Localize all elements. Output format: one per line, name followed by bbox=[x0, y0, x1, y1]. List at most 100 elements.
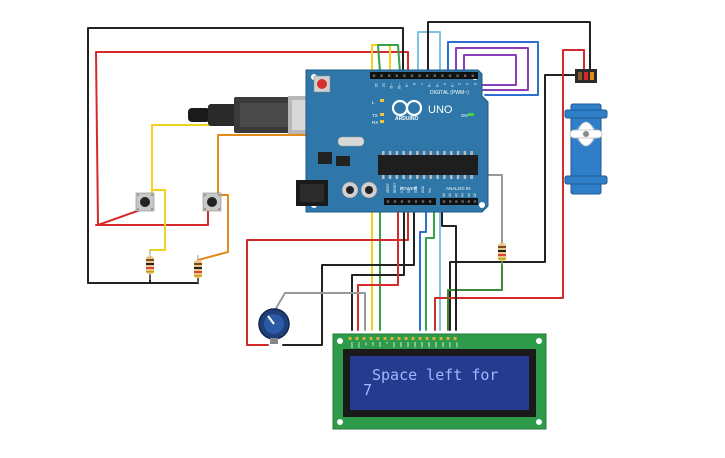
lcd-pin-label: DB2 bbox=[406, 342, 410, 348]
lcd-pin-label: LED bbox=[455, 342, 459, 347]
wire-purple-loop[interactable] bbox=[455, 47, 529, 91]
chip-pin bbox=[443, 151, 446, 155]
analog-pin-hole[interactable] bbox=[473, 200, 477, 203]
digital-pin-hole[interactable] bbox=[433, 74, 436, 77]
arduino-logo: ARDUINO bbox=[391, 99, 423, 122]
wire-blue-data[interactable] bbox=[419, 209, 427, 331]
lcd-pin[interactable] bbox=[439, 337, 443, 340]
power-pin-hole[interactable] bbox=[407, 200, 411, 203]
lcd-pin-label: V0 bbox=[364, 342, 368, 346]
reset-button-icon[interactable] bbox=[313, 75, 331, 93]
digital-pin-hole[interactable] bbox=[388, 74, 391, 77]
power-pin-hole[interactable] bbox=[428, 200, 432, 203]
wire-yellow-button-down[interactable] bbox=[149, 189, 166, 251]
digital-pin-hole[interactable] bbox=[410, 74, 414, 77]
wire-darkgreen-data[interactable] bbox=[425, 209, 435, 331]
digital-pin-hole[interactable] bbox=[380, 74, 383, 77]
push-button-left[interactable] bbox=[135, 192, 155, 212]
lcd-pin[interactable] bbox=[362, 337, 366, 340]
resistor-button-left[interactable] bbox=[146, 250, 154, 280]
lcd-pin-label: VCC bbox=[357, 342, 361, 348]
wire-black-pot[interactable] bbox=[282, 209, 415, 346]
wire-red-servo[interactable] bbox=[434, 49, 585, 331]
chip-pin bbox=[443, 175, 446, 179]
servo-motor-icon[interactable] bbox=[564, 69, 608, 195]
lcd-pin[interactable] bbox=[369, 337, 373, 340]
wire-red-pot[interactable] bbox=[246, 209, 409, 346]
lcd-pin[interactable] bbox=[453, 337, 457, 340]
lcd-pin[interactable] bbox=[348, 337, 352, 340]
power-pin-label: 3.3V bbox=[400, 186, 404, 193]
wire-black-lcd-gnd[interactable] bbox=[351, 209, 405, 331]
tx-label: TX bbox=[372, 113, 378, 118]
wire-black-gnd-loop[interactable] bbox=[87, 27, 404, 284]
power-pin-hole[interactable] bbox=[393, 200, 397, 203]
wire-red-button-left[interactable] bbox=[95, 51, 409, 226]
lcd-pin-label: DB1 bbox=[399, 342, 403, 348]
analog-pin-hole[interactable] bbox=[467, 200, 470, 203]
push-button-right[interactable] bbox=[202, 192, 222, 212]
wire-purple-loop-2[interactable] bbox=[463, 54, 517, 86]
digital-pin-hole[interactable] bbox=[372, 74, 376, 77]
lcd-pin[interactable] bbox=[376, 337, 380, 340]
chip-pin bbox=[416, 151, 419, 155]
analog-pin-hole[interactable] bbox=[449, 200, 452, 203]
digital-pin-hole[interactable] bbox=[464, 74, 467, 77]
analog-pin-hole[interactable] bbox=[461, 200, 464, 203]
power-pin-hole[interactable] bbox=[386, 200, 390, 203]
wire-black-data[interactable] bbox=[441, 209, 457, 331]
lcd-pin[interactable] bbox=[446, 337, 450, 340]
wire-gray-pot-wiper[interactable] bbox=[274, 292, 366, 331]
wire-red-button-link[interactable] bbox=[95, 209, 209, 226]
digital-pin-hole[interactable] bbox=[471, 74, 474, 77]
analog-pin-hole[interactable] bbox=[455, 200, 458, 203]
digital-pin-label: 8 bbox=[412, 83, 416, 85]
potentiometer-icon[interactable] bbox=[258, 308, 290, 344]
lcd-pin[interactable] bbox=[411, 337, 415, 340]
lcd-pin[interactable] bbox=[432, 337, 436, 340]
digital-pin-hole[interactable] bbox=[456, 74, 459, 77]
power-pin-hole[interactable] bbox=[414, 200, 418, 203]
analog-pin-hole[interactable] bbox=[442, 200, 446, 203]
chip-pin bbox=[429, 151, 433, 155]
lcd-pin-label: E bbox=[385, 342, 389, 344]
wire-blue-loop[interactable] bbox=[447, 41, 539, 96]
power-pin-hole[interactable] bbox=[421, 200, 425, 203]
lcd-pin[interactable] bbox=[397, 337, 401, 340]
digital-pin-hole[interactable] bbox=[418, 74, 421, 77]
power-pin-label: 5V bbox=[407, 188, 411, 193]
power-pin-hole[interactable] bbox=[400, 200, 404, 203]
chip-pin bbox=[456, 175, 460, 179]
wire-black-servo[interactable] bbox=[427, 21, 591, 76]
power-pin-label: IOREF bbox=[386, 183, 390, 193]
lcd-pin[interactable] bbox=[390, 337, 394, 340]
resistor-analog[interactable] bbox=[498, 240, 506, 265]
resistor-button-right[interactable] bbox=[194, 255, 202, 283]
digital-pin-hole[interactable] bbox=[395, 74, 398, 77]
chip-pin bbox=[382, 151, 385, 155]
digital-pin-label: 12 bbox=[382, 83, 386, 87]
wire-green-resistor[interactable] bbox=[447, 261, 503, 331]
brand-label: ARDUINO bbox=[395, 116, 418, 122]
lcd-pin[interactable] bbox=[383, 337, 387, 340]
digital-pin-hole[interactable] bbox=[441, 74, 444, 77]
digital-pin-hole[interactable] bbox=[426, 74, 429, 77]
chip-pin bbox=[402, 175, 405, 179]
lcd-pin[interactable] bbox=[404, 337, 408, 340]
lcd-pin[interactable] bbox=[355, 337, 359, 340]
digital-pin-hole[interactable] bbox=[403, 74, 406, 77]
wire-red-lcd-vcc[interactable] bbox=[357, 209, 399, 331]
wire-black-servo-gnd[interactable] bbox=[449, 74, 579, 331]
digital-pin-label: ~9 bbox=[404, 83, 408, 87]
digital-pin-hole[interactable] bbox=[448, 74, 452, 77]
wire-black-resistor-gnd[interactable] bbox=[149, 274, 199, 284]
lcd-pin-label: RW bbox=[378, 342, 382, 347]
digital-header-label: DIGITAL (PWM~) bbox=[430, 90, 469, 96]
lcd-pin[interactable] bbox=[418, 337, 422, 340]
lcd-pin-label: DB0 bbox=[392, 342, 396, 348]
lcd-pin[interactable] bbox=[425, 337, 429, 340]
